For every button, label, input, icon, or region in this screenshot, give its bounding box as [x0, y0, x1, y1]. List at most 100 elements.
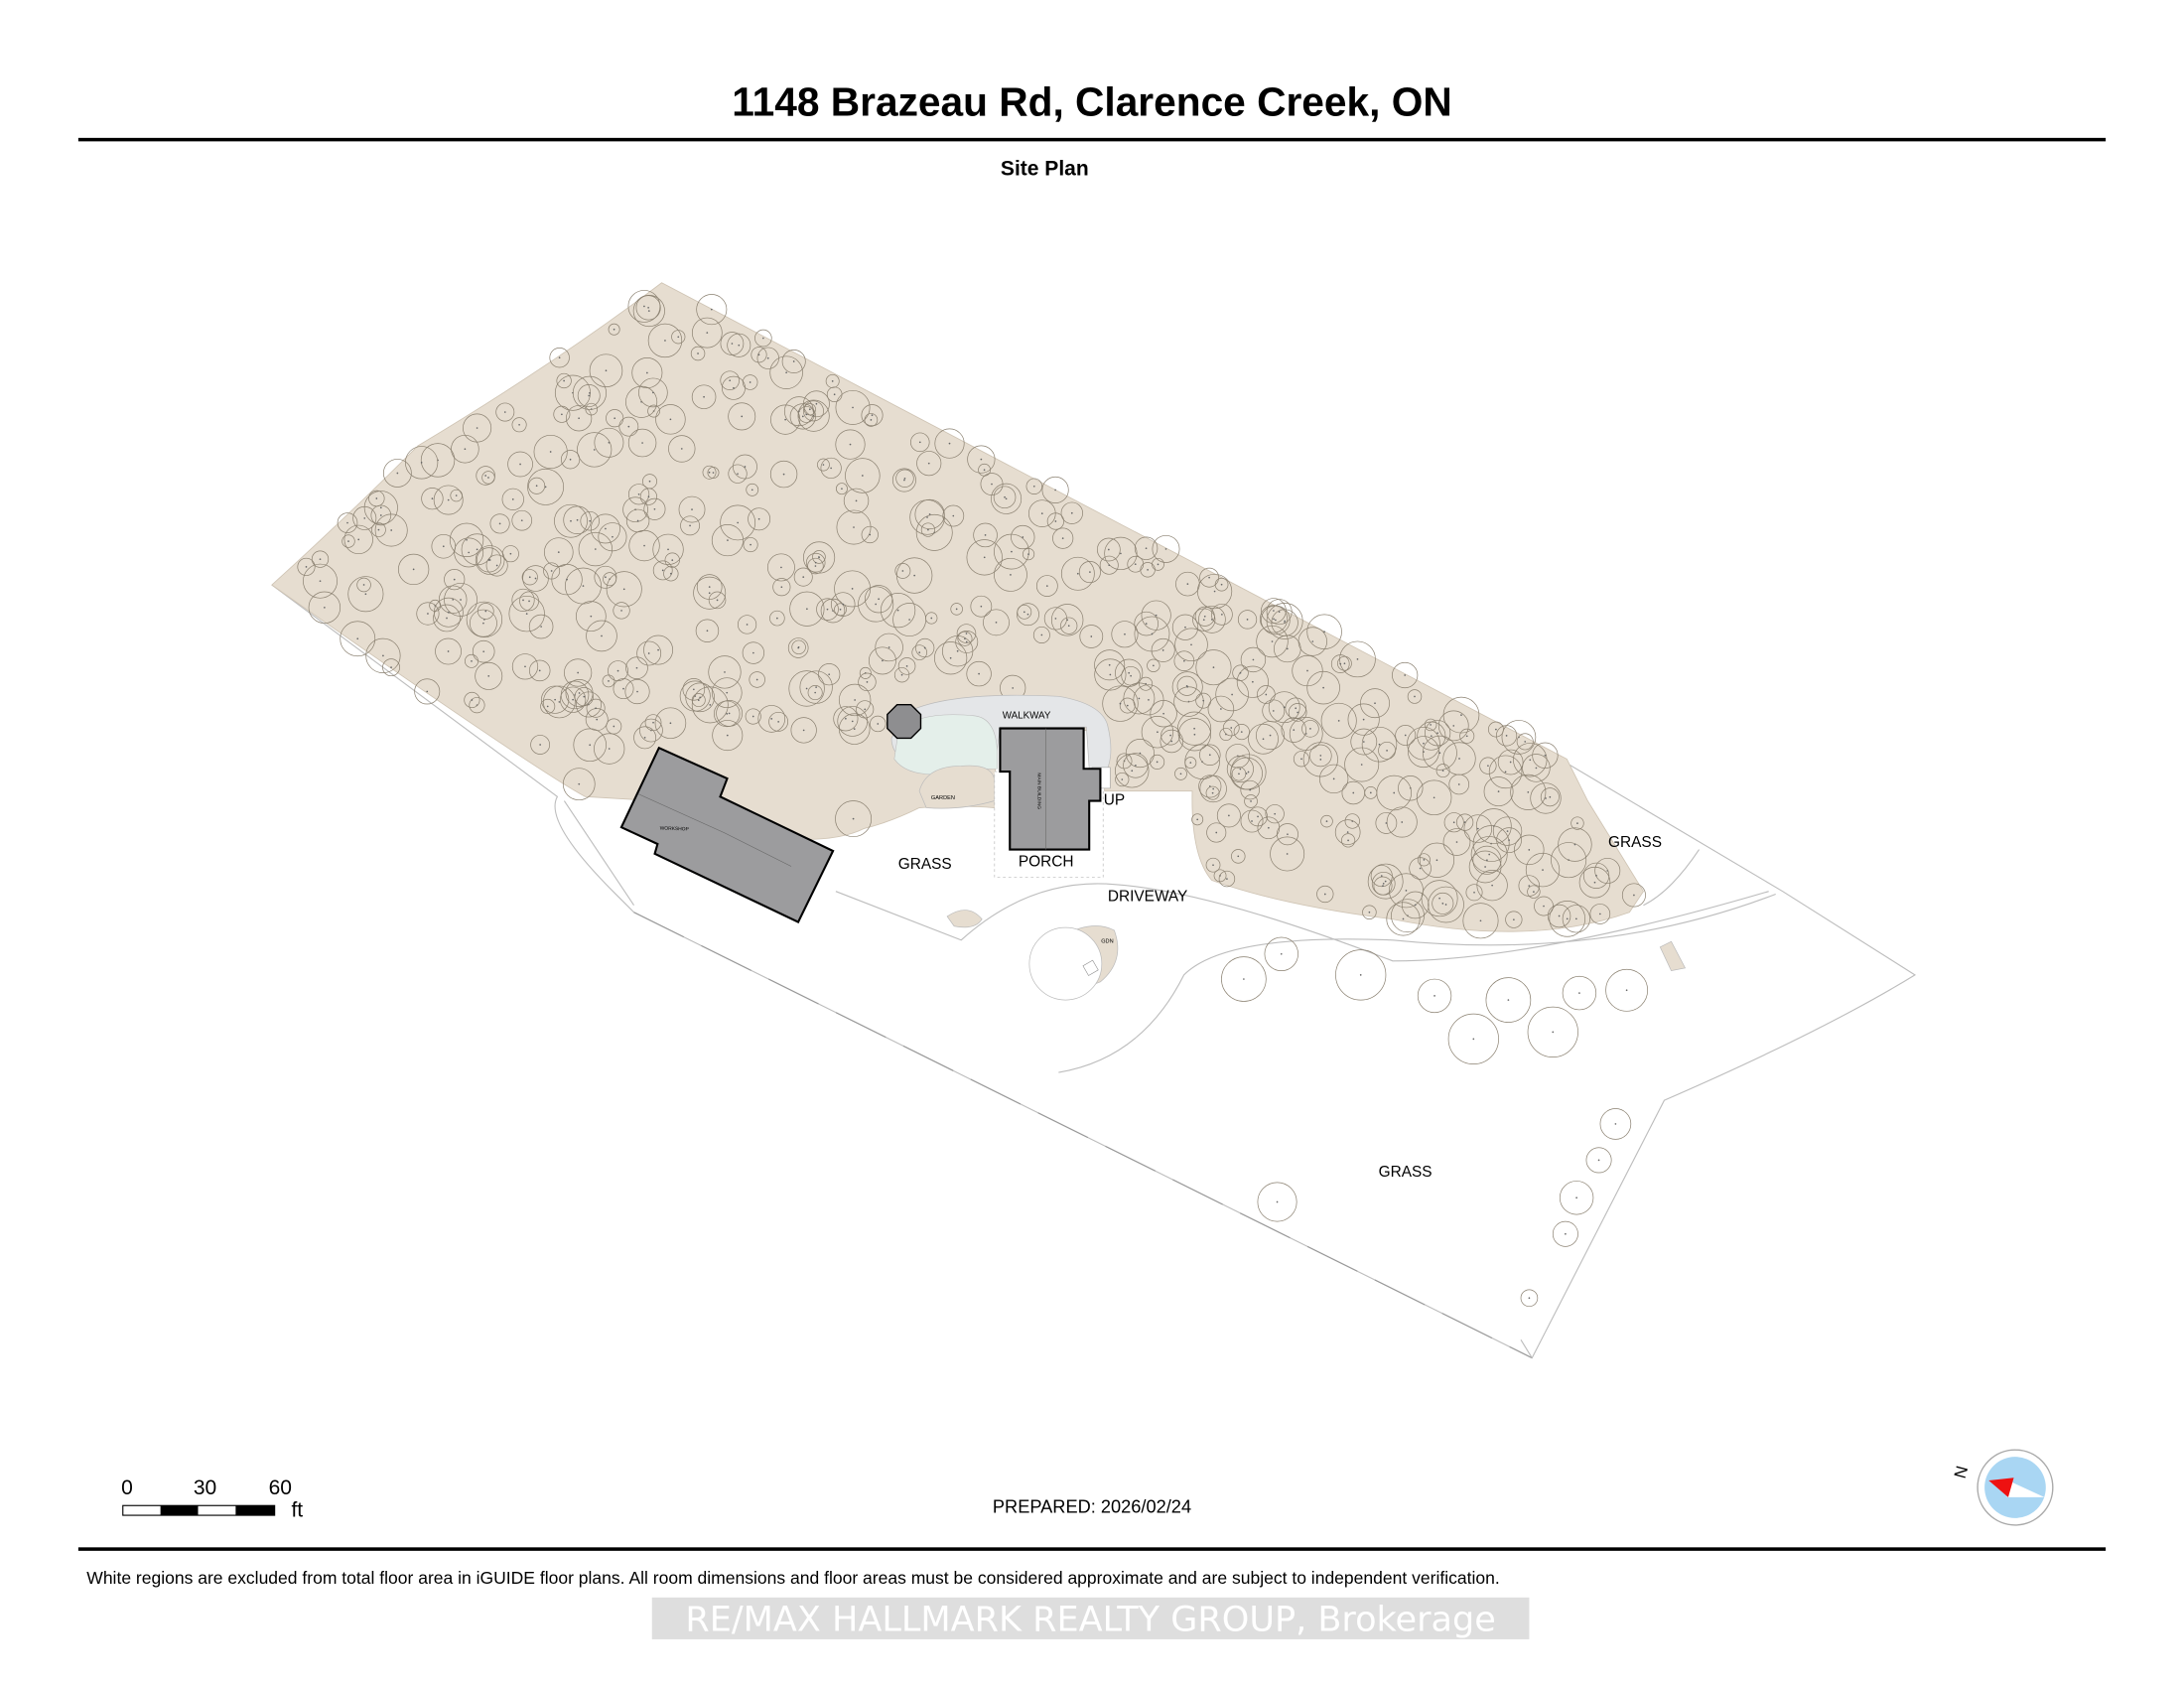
tree-icon: [551, 563, 583, 596]
tree-icon: [1265, 804, 1285, 824]
tree-icon: [691, 317, 723, 349]
tree-icon: [916, 451, 942, 477]
tree-icon: [789, 403, 816, 430]
tree-icon: [481, 471, 495, 485]
tree-icon: [511, 509, 533, 531]
tree-icon: [1318, 764, 1349, 794]
tree-icon: [1341, 833, 1356, 848]
tree-icon: [1035, 575, 1058, 597]
tree-icon: [1530, 782, 1562, 814]
tree-icon: [915, 513, 953, 551]
tree-icon: [967, 445, 996, 474]
tree-icon: [594, 427, 624, 458]
tree-icon: [476, 466, 495, 486]
tree-icon: [1240, 646, 1267, 673]
page-title: 1148 Brazeau Rd, Clarence Creek, ON: [732, 78, 1451, 124]
walkway-label: WALKWAY: [1003, 711, 1051, 722]
tree-icon: [1206, 822, 1227, 843]
tree-icon: [303, 563, 338, 599]
tree-icon: [633, 726, 657, 750]
scale-bar: 0 30 60 ft: [121, 1477, 303, 1521]
tree-icon: [1198, 774, 1222, 798]
tree-icon: [522, 565, 549, 592]
garden-label: GARDEN: [931, 795, 955, 801]
tree-icon: [1032, 626, 1050, 643]
tree-icon: [528, 659, 551, 682]
tree-icon: [994, 533, 1029, 570]
tree-icon: [1052, 527, 1074, 549]
property-outline: [271, 584, 1917, 1359]
tree-icon: [1237, 610, 1258, 630]
porch-label: PORCH: [1019, 853, 1074, 870]
tree-icon: [511, 417, 527, 433]
tree-icon: [1125, 739, 1155, 769]
tree-icon: [1559, 1181, 1594, 1215]
tree-icon: [1488, 755, 1523, 789]
tree-icon: [1134, 616, 1170, 652]
tree-icon: [1432, 892, 1454, 914]
tree-icon: [1605, 968, 1649, 1012]
tree-icon: [973, 522, 998, 548]
tree-icon: [352, 505, 377, 530]
tree-icon: [1231, 849, 1246, 864]
tree-icon: [1050, 604, 1084, 636]
tree-icon: [1256, 721, 1286, 751]
tree-icon: [781, 349, 806, 373]
tree-icon: [1281, 717, 1306, 743]
tree-icon: [691, 384, 717, 410]
tree-icon: [1419, 842, 1455, 878]
tree-icon: [1060, 501, 1083, 524]
tree-icon: [845, 458, 881, 493]
tree-icon: [1335, 949, 1387, 1001]
tree-icon: [495, 402, 515, 422]
tree-icon: [1472, 845, 1502, 875]
watermark-bg: [651, 1597, 1530, 1639]
tree-icon: [1060, 556, 1095, 591]
tree-icon: [1216, 803, 1241, 828]
tree-icon: [1134, 611, 1159, 636]
tree-icon: [682, 678, 706, 701]
tree-icon: [807, 685, 823, 701]
tree-icon: [746, 483, 759, 496]
tree-icon: [549, 348, 570, 368]
tree-icon: [1416, 779, 1452, 816]
tree-icon: [1151, 637, 1175, 662]
tree-icon: [818, 663, 841, 686]
tree-icon: [693, 576, 727, 610]
tree-icon: [950, 603, 963, 616]
tree-icon: [1386, 806, 1418, 838]
tree-icon: [1288, 703, 1307, 722]
tree-icon: [1475, 808, 1512, 844]
tree-icon: [1205, 785, 1220, 800]
tree-icon: [1175, 571, 1200, 597]
tree-icon: [1257, 816, 1281, 840]
tree-icon: [1150, 754, 1165, 770]
tree-icon: [1244, 794, 1258, 808]
tree-icon: [337, 512, 358, 533]
tree-icon: [1270, 836, 1305, 872]
tree-icon: [957, 631, 973, 646]
tree-icon: [696, 294, 728, 326]
tree-icon: [1309, 744, 1332, 768]
tree-icon: [830, 592, 856, 617]
tree-icon: [720, 332, 745, 355]
tree-icon: [695, 619, 720, 642]
tree-icon: [1552, 1220, 1578, 1247]
tree-icon: [1199, 567, 1219, 588]
tree-icon: [1549, 901, 1586, 937]
tree-icon: [1462, 903, 1499, 939]
tree-icon: [868, 646, 896, 675]
up-label: UP: [1104, 792, 1125, 809]
tree-icon: [639, 488, 658, 505]
tree-icon: [1259, 605, 1289, 633]
tree-icon: [1027, 499, 1056, 527]
tree-icon: [347, 576, 384, 613]
tree-icon: [711, 524, 744, 557]
tree-icon: [511, 588, 535, 612]
tree-icon: [835, 483, 848, 495]
tree-icon: [476, 547, 502, 573]
tree-icon: [1497, 749, 1524, 775]
tree-icon: [897, 657, 916, 675]
tree-icon: [1256, 625, 1289, 658]
